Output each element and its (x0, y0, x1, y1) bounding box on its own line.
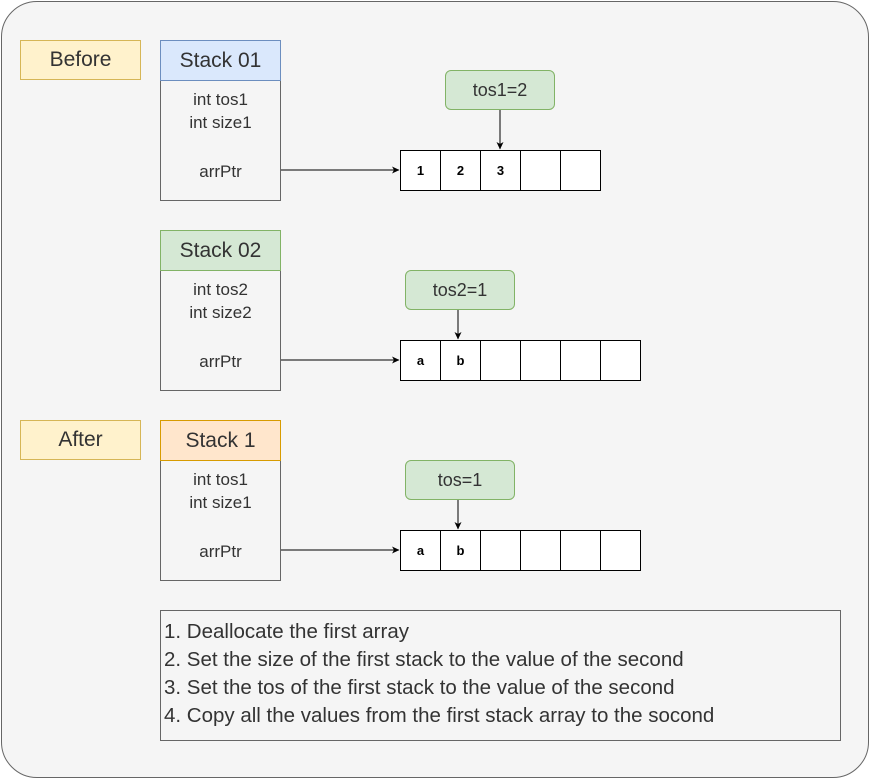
array-after-cell (600, 530, 641, 571)
step-item: 1. Deallocate the first array (164, 620, 409, 643)
stack-1-ptr-field: arrPtr (199, 542, 242, 561)
array-1-cell: 1 (400, 150, 441, 191)
stack-1-body: int tos1 int size1 arrPtr (160, 461, 281, 581)
step-item: 4. Copy all the values from the first st… (164, 704, 715, 727)
array-2-cell: b (440, 340, 481, 381)
stack-01-header: Stack 01 (160, 40, 281, 81)
stack-1-tos-field: int tos1 (193, 470, 248, 489)
stack-1-header: Stack 1 (160, 420, 281, 461)
array-after-cell (560, 530, 601, 571)
stack-01-body: int tos1 int size1 arrPtr (160, 81, 281, 201)
stack-1-size-field: int size1 (189, 493, 252, 512)
array-1-cell (560, 150, 601, 191)
tos1-box: tos1=2 (445, 70, 555, 110)
stack-01-tos-field: int tos1 (193, 90, 248, 109)
tos-after-box: tos=1 (405, 460, 515, 500)
steps-box: 1. Deallocate the first array 2. Set the… (160, 610, 841, 741)
stack-02-size-field: int size2 (189, 303, 252, 322)
step-item: 3. Set the tos of the first stack to the… (164, 676, 675, 699)
array-2-cell (600, 340, 641, 381)
stack-01-size-field: int size1 (189, 113, 252, 132)
array-2-cell (480, 340, 521, 381)
array-after-cell (480, 530, 521, 571)
step-item: 2. Set the size of the first stack to th… (164, 648, 684, 671)
after-label: After (20, 420, 141, 460)
array-1-cell (520, 150, 561, 191)
before-label: Before (20, 40, 141, 80)
stack-02-tos-field: int tos2 (193, 280, 248, 299)
array-after-cell: a (400, 530, 441, 571)
array-2-cell: a (400, 340, 441, 381)
stack-02-body: int tos2 int size2 arrPtr (160, 271, 281, 391)
array-after-cell: b (440, 530, 481, 571)
tos2-box: tos2=1 (405, 270, 515, 310)
stack-01-ptr-field: arrPtr (199, 162, 242, 181)
stack-02-header: Stack 02 (160, 230, 281, 271)
stack-02-ptr-field: arrPtr (199, 352, 242, 371)
